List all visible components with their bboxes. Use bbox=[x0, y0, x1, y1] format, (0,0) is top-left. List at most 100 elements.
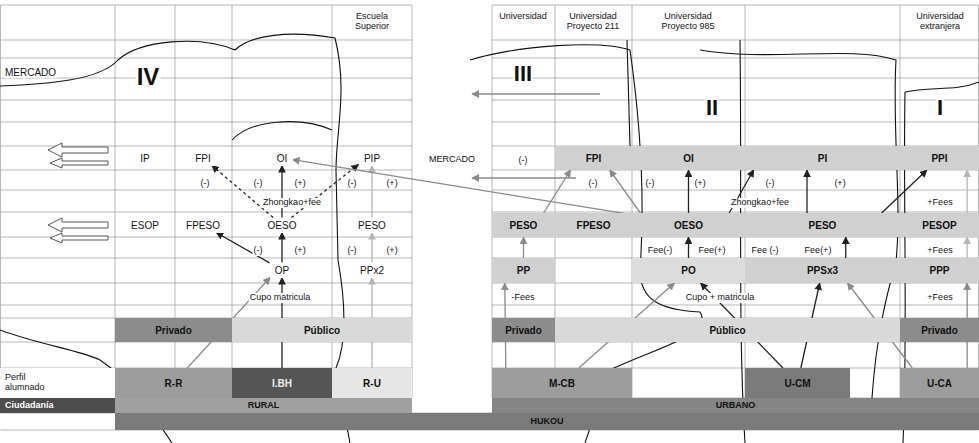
grid-line bbox=[1, 58, 413, 59]
label-text: (-) bbox=[765, 179, 776, 189]
table-label: (+) bbox=[293, 172, 306, 190]
cell-text: PPI bbox=[930, 153, 948, 164]
table-label: (-) bbox=[253, 172, 264, 190]
cell-text: I.BH bbox=[271, 378, 293, 389]
label-text: (-) bbox=[588, 179, 599, 189]
flow-arrow bbox=[523, 237, 524, 258]
table-label: II bbox=[705, 96, 719, 120]
label-text: +Fees bbox=[926, 198, 953, 208]
label-text: Cupo matricula bbox=[249, 293, 312, 303]
profile-cell: U-CA bbox=[900, 368, 979, 398]
code-cell: PPSx3 bbox=[745, 258, 900, 283]
region-outline bbox=[470, 45, 702, 443]
label-text: Fee (-) bbox=[751, 246, 780, 256]
table-label: III bbox=[513, 62, 533, 86]
table-label: Cupo matricula bbox=[249, 286, 312, 304]
hollow-arrow bbox=[48, 143, 108, 157]
label-text: Universidad Proyecto 985 bbox=[656, 12, 720, 32]
cell-text: U-CA bbox=[926, 378, 953, 389]
profile-cell: I.BH bbox=[232, 368, 332, 398]
profile-cell: R-U bbox=[332, 368, 412, 398]
grid-line bbox=[1, 212, 413, 213]
label-text: Escuela Superior bbox=[340, 12, 404, 32]
table-label: Universidad bbox=[498, 5, 548, 23]
table-label: (+) bbox=[385, 239, 398, 257]
cell-text: PIP bbox=[363, 153, 381, 164]
label-text: (-) bbox=[200, 179, 211, 189]
code-cell: PI bbox=[745, 146, 900, 170]
code-cell: OP bbox=[270, 263, 295, 278]
table-label: (-) bbox=[518, 149, 529, 167]
cell-text: RURAL bbox=[247, 401, 281, 411]
flow-arrow bbox=[882, 170, 927, 213]
grid-line bbox=[1, 122, 413, 123]
code-cell: IP bbox=[135, 151, 155, 166]
cell-text: OI bbox=[682, 153, 695, 164]
cell-text: OESO bbox=[673, 220, 704, 231]
code-cell: ESOP bbox=[126, 218, 164, 233]
label-text: -Fees bbox=[510, 293, 535, 303]
code-cell: PESO bbox=[745, 213, 900, 237]
label-text: MERCADO bbox=[428, 155, 476, 165]
sector-band: Público bbox=[232, 318, 412, 342]
citizenship-band: RURAL bbox=[115, 398, 412, 413]
sector-band: Privado bbox=[492, 318, 555, 342]
market-arrow bbox=[472, 93, 600, 94]
code-cell: PP bbox=[492, 258, 555, 283]
label-text: Cupo + matricula bbox=[685, 293, 755, 303]
cell-text: PPSx3 bbox=[806, 265, 839, 276]
label-text: Universidad Proyecto 211 bbox=[561, 12, 625, 32]
cell-text: Público bbox=[303, 325, 341, 336]
table-label: IV bbox=[136, 64, 161, 90]
grid-line bbox=[492, 5, 979, 6]
table-label: Universidad Proyecto 211 bbox=[561, 12, 625, 33]
table-grid bbox=[1, 5, 979, 430]
table-label: +Fees bbox=[926, 191, 953, 209]
cell-text: PPx2 bbox=[359, 265, 385, 276]
market-arrow bbox=[472, 177, 576, 178]
label-text: (-) bbox=[347, 179, 358, 189]
code-cell: OESO bbox=[263, 218, 302, 233]
cell-text: PP bbox=[516, 265, 531, 276]
code-cell: FPESO bbox=[181, 218, 225, 233]
flow-arrow bbox=[688, 237, 689, 258]
table-label: I bbox=[936, 96, 944, 120]
row-header: Perfil alumnado bbox=[0, 368, 115, 398]
code-cell: PO bbox=[632, 258, 745, 283]
table-label: (-) bbox=[347, 172, 358, 190]
grid-line bbox=[492, 40, 979, 41]
grid-line bbox=[1, 283, 413, 284]
table-label: Cupo + matricula bbox=[685, 286, 755, 304]
cell-text: OI bbox=[276, 153, 289, 164]
code-cell: FPI bbox=[555, 146, 632, 170]
hukou-band: HUKOU bbox=[115, 413, 979, 430]
label-text: Universidad bbox=[498, 12, 548, 22]
code-cell: PPP bbox=[900, 258, 979, 283]
label-text: (-) bbox=[347, 246, 358, 256]
grid-line bbox=[1, 258, 413, 259]
hollow-arrow bbox=[50, 233, 108, 243]
sector-band: Privado bbox=[115, 318, 232, 342]
cell-text: HUKOU bbox=[530, 417, 565, 427]
table-label: Fee(+) bbox=[804, 239, 833, 257]
grid-line bbox=[1, 40, 413, 41]
flow-arrow bbox=[544, 170, 571, 213]
label-text: Zhongkao+fee bbox=[730, 198, 790, 208]
flow-arrow bbox=[291, 164, 358, 217]
label-text: (+) bbox=[293, 179, 306, 189]
region-outline bbox=[905, 82, 979, 92]
region-outline bbox=[232, 122, 332, 140]
table-label: (+) bbox=[385, 172, 398, 190]
flow-arrow bbox=[845, 237, 846, 258]
grid-line bbox=[0, 5, 1, 398]
profile-cell: R-R bbox=[115, 368, 232, 398]
flow-arrow bbox=[371, 233, 372, 263]
cell-text: PESO bbox=[808, 220, 838, 231]
flow-arrow bbox=[212, 166, 273, 218]
cell-text: M-CB bbox=[548, 378, 576, 389]
label-text: Zhongkao+fee bbox=[262, 198, 322, 208]
cell-text: PESO bbox=[357, 220, 387, 231]
code-cell: OI bbox=[632, 146, 745, 170]
flow-arrow bbox=[967, 237, 968, 258]
